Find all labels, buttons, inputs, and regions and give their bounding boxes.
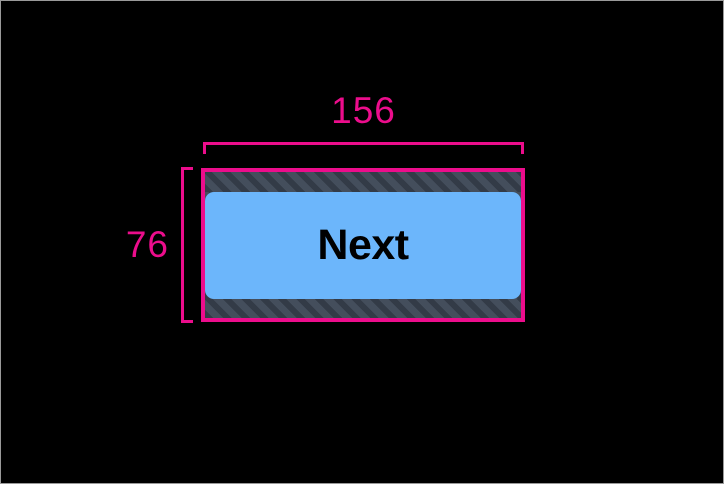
height-dimension-label: 76 — [125, 224, 169, 265]
padding-hatch-top — [205, 172, 521, 192]
padding-hatch-bottom — [205, 299, 521, 318]
element-content-area: Next — [205, 192, 521, 299]
element-highlight-box: Next — [201, 168, 525, 322]
next-button[interactable]: Next — [205, 192, 521, 299]
width-dimension-bracket — [203, 142, 524, 154]
height-dimension-bracket — [181, 167, 193, 323]
width-dimension-label: 156 — [331, 90, 396, 131]
